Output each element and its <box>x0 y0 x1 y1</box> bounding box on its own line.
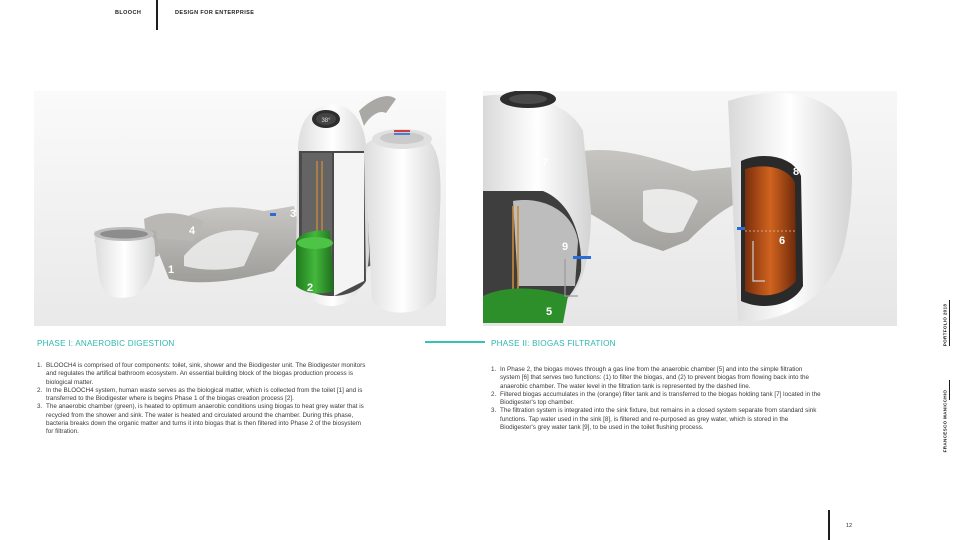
step-number: 3. <box>491 407 497 415</box>
phase1-steps: 1.BLOOCH4 is comprised of four component… <box>37 362 367 437</box>
phase2-step: 3.The filtration system is integrated in… <box>491 407 823 432</box>
page-number: 12 <box>846 523 853 529</box>
step-number: 2. <box>491 390 497 398</box>
section-label: DESIGN FOR ENTERPRISE <box>175 10 255 16</box>
callout-2: 2 <box>307 282 313 294</box>
callout-3: 3 <box>290 208 296 220</box>
brand-label: BLOOCH <box>115 10 142 16</box>
step-text: The filtration system is integrated into… <box>500 407 817 432</box>
step-number: 2. <box>37 386 43 394</box>
sidebar-divider-bottom <box>949 380 951 400</box>
temperature-display: 38° <box>321 118 331 124</box>
header-divider <box>156 0 158 30</box>
phase1-step: 1.BLOOCH4 is comprised of four component… <box>37 362 367 387</box>
phase2-render: 5 6 7 8 9 <box>483 91 897 326</box>
sidebar-divider-top <box>949 300 951 346</box>
portfolio-text: PORTFOLIO 2018 <box>942 303 948 347</box>
author-text: FRANCESCO MANICCHIO <box>942 389 948 453</box>
callout-9: 9 <box>562 241 568 253</box>
phase2-step: 1.In Phase 2, the biogas moves through a… <box>491 366 823 391</box>
accent-divider <box>425 341 485 343</box>
phase2-title: PHASE II: BIOGAS FILTRATION <box>491 339 616 348</box>
step-text: In the BLOOCH4 system, human waste serve… <box>46 386 363 403</box>
callout-7: 7 <box>542 157 548 169</box>
footer-divider <box>828 510 830 540</box>
author-label: FRANCESCO MANICCHIO <box>940 385 950 457</box>
step-text: The anaerobic chamber (green), is heated… <box>46 403 364 436</box>
phase1-step: 3.The anaerobic chamber (green), is heat… <box>37 403 367 436</box>
callout-8: 8 <box>793 166 799 178</box>
phase1-step: 2.In the BLOOCH4 system, human waste ser… <box>37 387 367 404</box>
step-text: BLOOCH4 is comprised of four components:… <box>46 362 366 386</box>
step-number: 1. <box>37 362 43 369</box>
callout-5: 5 <box>546 306 552 318</box>
callout-4: 4 <box>189 225 196 237</box>
callout-6: 6 <box>779 235 785 247</box>
phase2-steps: 1.In Phase 2, the biogas moves through a… <box>491 366 823 432</box>
step-number: 3. <box>37 403 43 411</box>
portfolio-label: PORTFOLIO 2018 <box>940 303 950 347</box>
phase1-render: 38° 1 2 3 4 <box>34 91 446 326</box>
callout-1: 1 <box>168 264 174 276</box>
phase2-step: 2.Filtered biogas accumulates in the (or… <box>491 391 823 408</box>
step-number: 1. <box>491 366 497 373</box>
step-text: Filtered biogas accumulates in the (oran… <box>500 390 821 407</box>
phase1-title: PHASE I: ANAEROBIC DIGESTION <box>37 339 175 348</box>
step-text: In Phase 2, the biogas moves through a g… <box>500 366 810 390</box>
